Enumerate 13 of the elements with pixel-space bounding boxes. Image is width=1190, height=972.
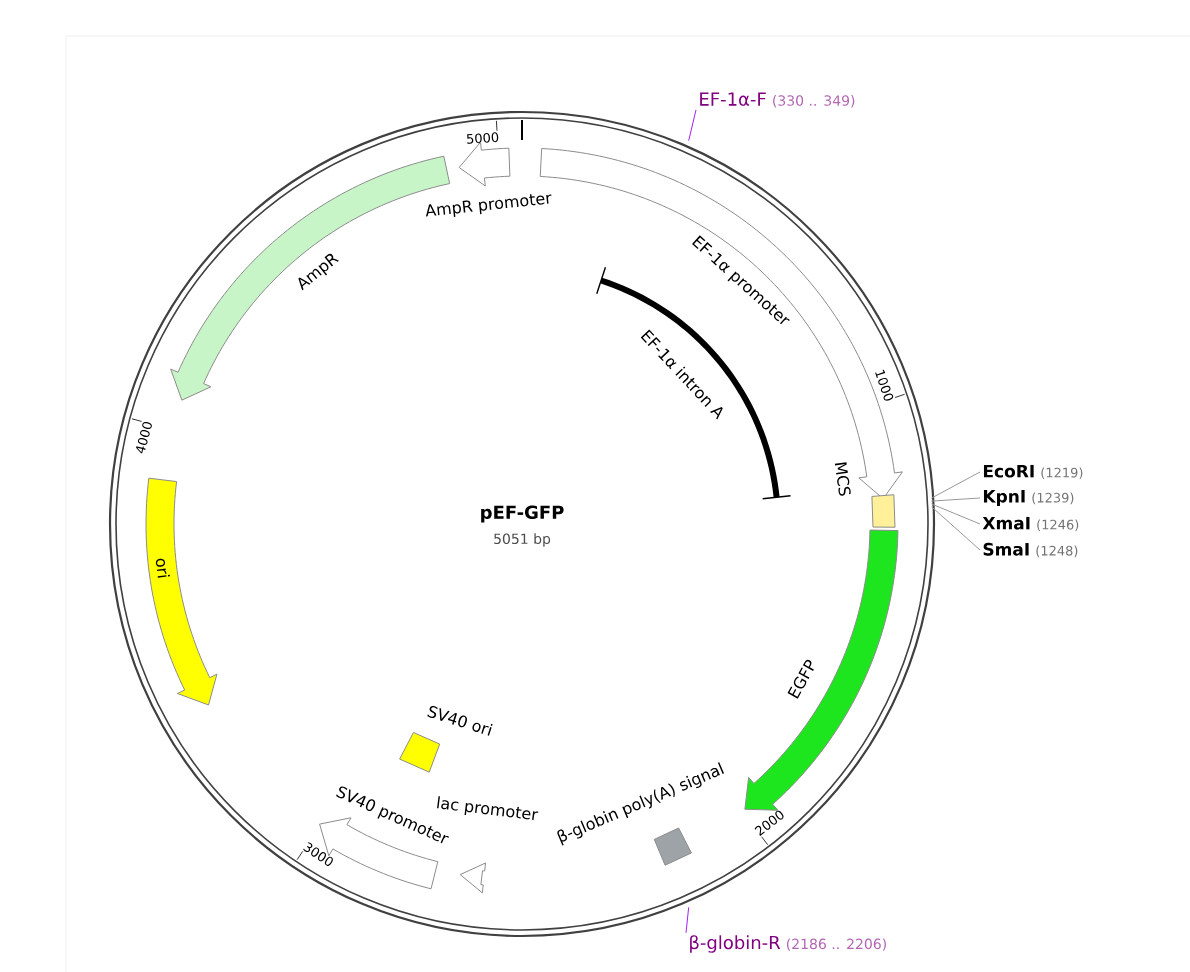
leader-line [688, 109, 697, 142]
feature-label: ori [155, 558, 170, 578]
feature-label: EGFP [787, 659, 814, 699]
feature-label: SV40 ori [427, 705, 493, 736]
feature-label: MCS [834, 462, 851, 496]
feature-label: AmpR promoter [425, 194, 552, 217]
leader-line [930, 471, 981, 499]
leader-line [931, 506, 981, 551]
leader-line [930, 497, 981, 502]
leader-line [931, 503, 981, 525]
feature-label: lac promoter [437, 796, 539, 820]
leader-line [685, 906, 690, 934]
plasmid-name: pEF-GFP [481, 505, 564, 523]
